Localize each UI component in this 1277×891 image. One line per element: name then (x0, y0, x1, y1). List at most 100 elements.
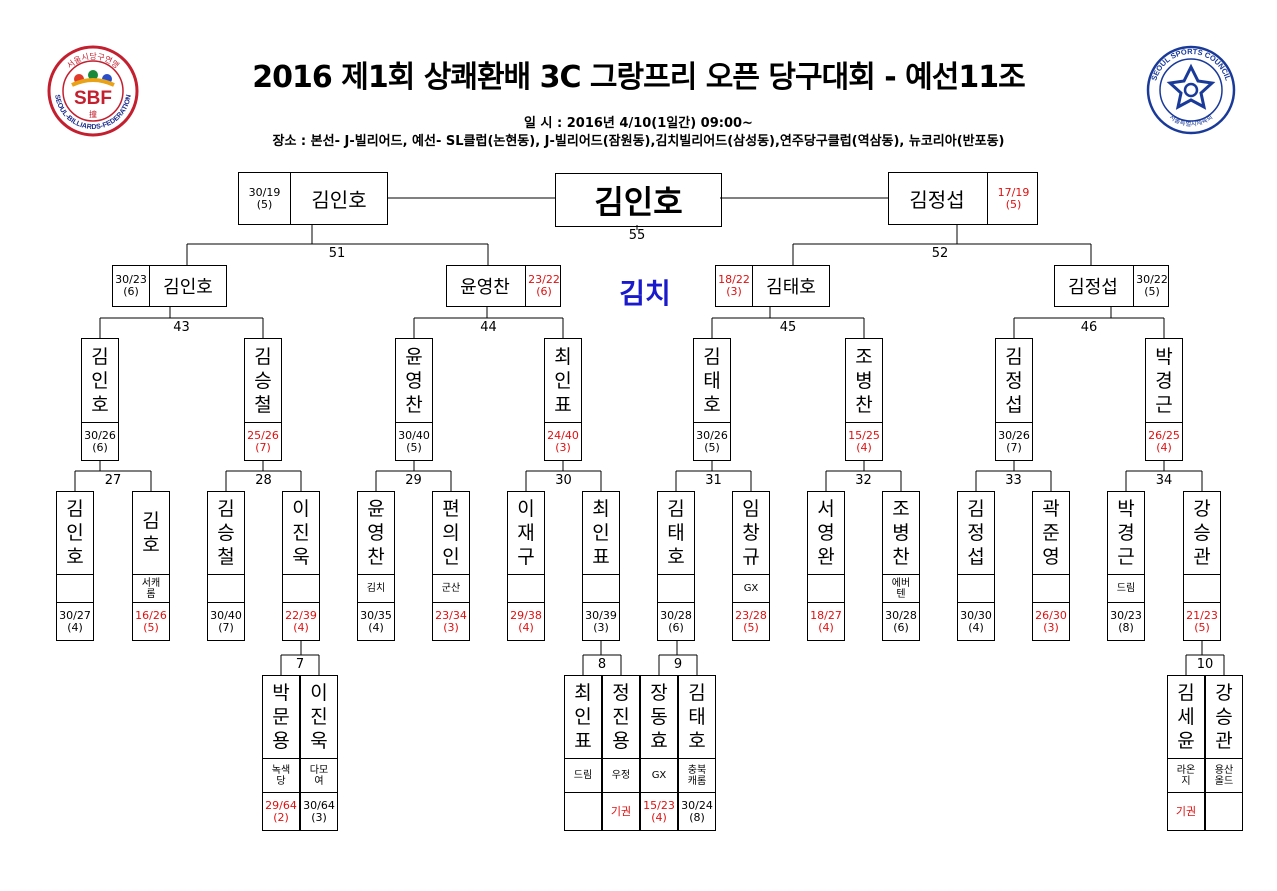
score-value: 30/27 (59, 608, 91, 622)
club-name: 라온지 (1168, 758, 1204, 792)
inning-value: (4) (67, 620, 83, 634)
inning-value: (3) (726, 285, 742, 298)
score-cell: 30/30(4) (958, 602, 994, 640)
player-name: 최인표 (574, 682, 592, 752)
score-value: 29/38 (510, 608, 542, 622)
player-name: 박경근 (1117, 498, 1135, 568)
club-name: 다모여 (301, 758, 337, 792)
match-number: 45 (779, 320, 797, 335)
club-name: 김치 (358, 574, 394, 602)
score-value: 30/24 (681, 798, 713, 812)
inning-value: (4) (518, 620, 534, 634)
player-box: 30/23(6) 김인호 (112, 265, 227, 307)
inning-value: (6) (123, 285, 139, 298)
score-cell: 29/64(2) (263, 792, 299, 830)
inning-value: (5) (1005, 197, 1022, 211)
inning-value: (5) (704, 440, 720, 454)
score-value: 30/19 (248, 185, 281, 199)
score-value: 26/30 (1035, 608, 1067, 622)
score-value: 15/25 (848, 428, 880, 442)
club-name (283, 574, 319, 602)
score-cell: 26/30(3) (1033, 602, 1069, 640)
player-name: 김태호 (703, 345, 721, 416)
score-value: 30/40 (398, 428, 430, 442)
player-name: 곽준영 (1042, 498, 1060, 568)
inning-value: (5) (1194, 620, 1210, 634)
player-name: 정진용 (612, 682, 630, 752)
score-value: 26/25 (1148, 428, 1180, 442)
match-number: 27 (104, 473, 122, 488)
score-cell: 22/39(4) (283, 602, 319, 640)
inning-value: (5) (143, 620, 159, 634)
score-value: 30/26 (696, 428, 728, 442)
player-name: 강승관 (1215, 682, 1233, 752)
player-name: 서영완 (817, 498, 835, 568)
inning-value: (7) (255, 440, 271, 454)
score-value: 24/40 (547, 428, 579, 442)
score-cell: 30/28(6) (883, 602, 919, 640)
score-cell: 30/26(5) (694, 422, 730, 460)
score-value: 30/23 (115, 273, 147, 286)
player-box: 서영완 18/27(4) (807, 491, 845, 641)
player-name: 김인호 (163, 277, 213, 298)
inning-value: (3) (443, 620, 459, 634)
player-name: 조병찬 (892, 498, 910, 568)
score-cell: 30/64(3) (301, 792, 337, 830)
match-number: 29 (405, 473, 422, 488)
club-name: 에버텐 (883, 574, 919, 602)
score-cell: 17/19(5) (987, 173, 1039, 224)
score-cell: 29/38(4) (508, 602, 544, 640)
player-box: 김태호 30/26(5) (693, 338, 731, 461)
player-name: 최인표 (554, 345, 572, 416)
match-number: 46 (1080, 320, 1098, 335)
player-name: 장동효 (650, 682, 668, 752)
club-name: 우정 (603, 758, 639, 792)
score-cell: 18/27(4) (808, 602, 844, 640)
inning-value: (3) (555, 440, 571, 454)
inning-value: (6) (536, 285, 552, 298)
score-cell: 24/40(3) (545, 422, 581, 460)
inning-value: (4) (651, 810, 667, 824)
match-number: 32 (855, 473, 872, 488)
score-value: 23/34 (435, 608, 467, 622)
match-number: 33 (1005, 473, 1022, 488)
score-value: 30/28 (885, 608, 917, 622)
score-cell: 30/26(6) (82, 422, 118, 460)
score-value: 23/28 (735, 608, 767, 622)
player-name: 박경근 (1155, 345, 1173, 416)
score-value: 25/26 (247, 428, 279, 442)
player-name: 김인호 (311, 188, 367, 212)
player-name: 윤영찬 (405, 345, 423, 416)
score-value: 30/26 (84, 428, 116, 442)
score-value: 21/23 (1186, 608, 1218, 622)
inning-value: (6) (92, 440, 108, 454)
player-box: 강승관 21/23(5) (1183, 491, 1221, 641)
score-value: 30/28 (660, 608, 692, 622)
score-value: 30/64 (303, 798, 335, 812)
score-value: 기권 (610, 804, 632, 818)
player-name: 김인호 (66, 498, 84, 568)
score-cell: 21/23(5) (1184, 602, 1220, 640)
player-box: 곽준영 26/30(3) (1032, 491, 1070, 641)
score-value: 16/26 (135, 608, 167, 622)
player-name: 강승관 (1193, 498, 1211, 568)
score-cell (1206, 792, 1242, 830)
score-cell: 30/24(8) (679, 792, 715, 830)
seoul-sports-council-logo: SEOUL SPORTS COUNCIL 서울특별시체육회 (1146, 45, 1236, 135)
score-value: 17/19 (997, 185, 1030, 199)
club-name (208, 574, 244, 602)
inning-value: (3) (593, 620, 609, 634)
score-cell: 30/23(8) (1108, 602, 1144, 640)
match-number: 9 (673, 657, 683, 672)
